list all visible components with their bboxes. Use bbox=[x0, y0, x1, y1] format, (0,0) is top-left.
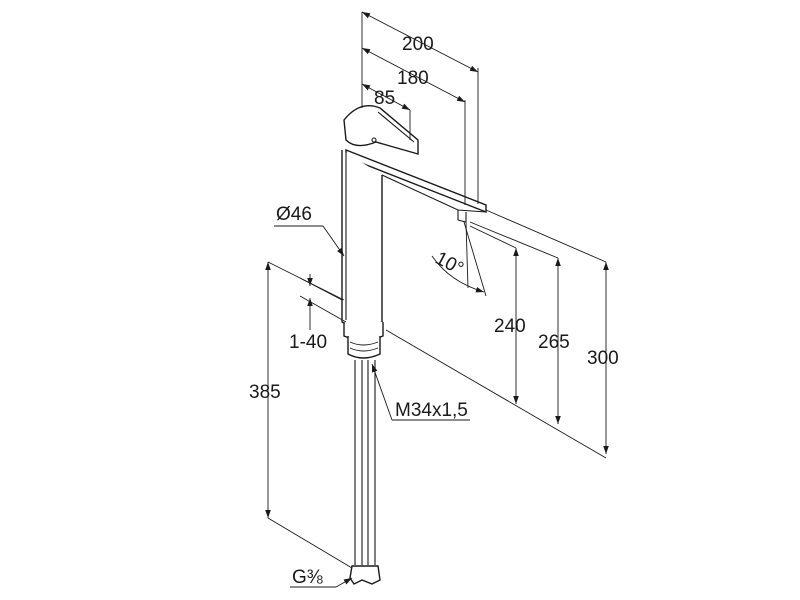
total-ext-top bbox=[267, 261, 345, 301]
thread-leader bbox=[371, 363, 393, 421]
diameter-leader bbox=[322, 225, 345, 257]
range-ext-bottom bbox=[299, 295, 347, 323]
dim-range: 1-40 bbox=[289, 274, 347, 353]
angle-line-b bbox=[465, 221, 469, 289]
label-85: 85 bbox=[374, 88, 395, 109]
hose-fitting bbox=[349, 565, 381, 585]
dim-line-180 bbox=[361, 47, 466, 103]
dim-diameter: Ø46 bbox=[274, 204, 345, 257]
angle-line-a bbox=[463, 221, 487, 297]
label-240: 240 bbox=[494, 316, 526, 337]
dim-connection: G⅜ bbox=[290, 567, 353, 588]
dim-lengths: 200 180 85 bbox=[361, 11, 479, 205]
spout-outlet bbox=[457, 210, 467, 223]
total-ext-bottom bbox=[267, 517, 353, 569]
faucet-body bbox=[341, 105, 487, 585]
ext-top-300 bbox=[485, 209, 607, 263]
dim-thread: M34x1,5 bbox=[371, 363, 470, 421]
dim-heights: 240 265 300 bbox=[385, 209, 619, 459]
lever-edge bbox=[377, 111, 415, 143]
connection-leader bbox=[335, 577, 353, 588]
label-range: 1-40 bbox=[289, 332, 327, 353]
label-180: 180 bbox=[397, 68, 429, 89]
label-diameter: Ø46 bbox=[276, 204, 312, 225]
angle-arc bbox=[431, 255, 485, 293]
label-connection: G⅜ bbox=[292, 567, 323, 588]
ext-top-240 bbox=[469, 225, 517, 249]
dim-angle: 10° bbox=[431, 221, 487, 297]
ext-bottom bbox=[385, 329, 607, 459]
dim-line-85 bbox=[361, 83, 411, 111]
dim-total-height: 385 bbox=[249, 261, 353, 569]
label-385: 385 bbox=[249, 382, 281, 403]
nut-threads bbox=[349, 341, 379, 352]
label-thread: M34x1,5 bbox=[395, 400, 468, 421]
label-300: 300 bbox=[587, 348, 619, 369]
label-200: 200 bbox=[402, 34, 434, 55]
lever-pivot bbox=[371, 137, 377, 143]
label-angle: 10° bbox=[432, 248, 467, 280]
column bbox=[341, 150, 383, 328]
lever-handle bbox=[343, 105, 419, 155]
label-265: 265 bbox=[538, 332, 570, 353]
ext-top-265 bbox=[469, 221, 559, 259]
mounting-nut bbox=[347, 336, 381, 359]
